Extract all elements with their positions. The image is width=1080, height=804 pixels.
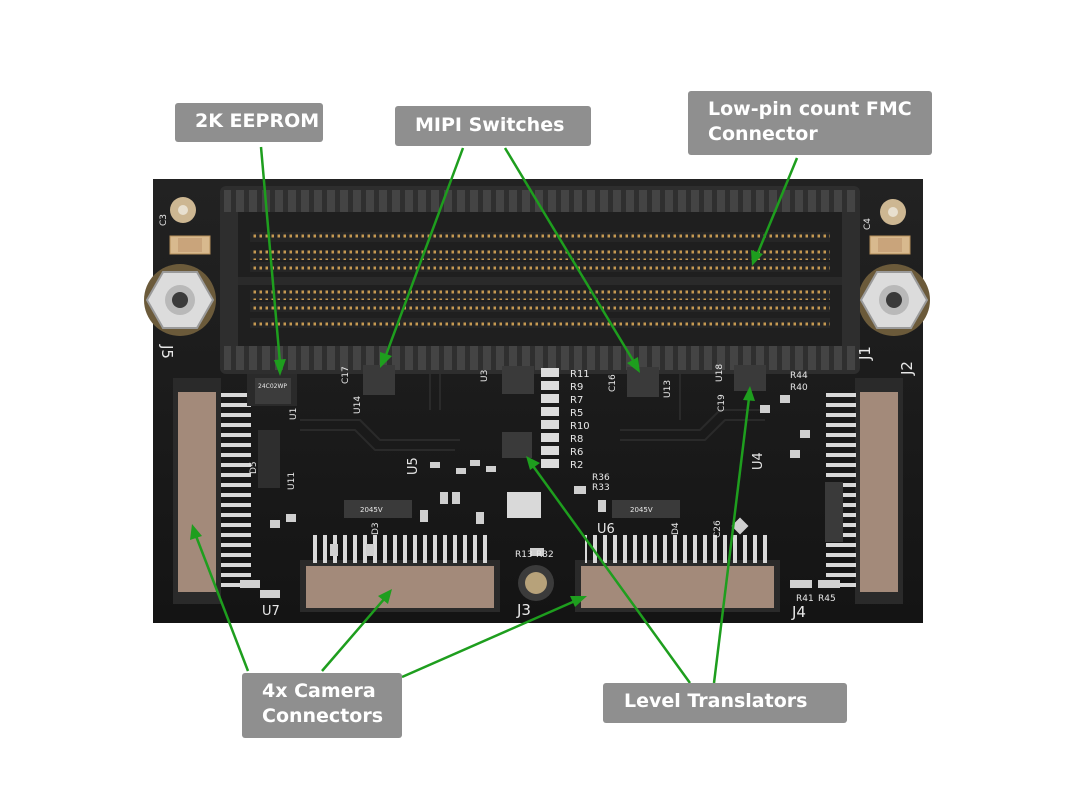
silk-u18: U18	[715, 364, 725, 382]
silk-j4: J4	[791, 603, 806, 621]
silk-j3: J3	[516, 601, 531, 619]
silk-u6: U6	[597, 522, 615, 537]
camera-connector-j2	[826, 378, 903, 604]
silk-u13: U13	[663, 380, 673, 398]
standoff-nut-right	[858, 264, 930, 336]
silk-r33: R33	[592, 483, 610, 493]
silk-c3: C3	[159, 214, 169, 226]
silk-j1: J1	[856, 346, 874, 361]
silk-r5: R5	[570, 408, 583, 419]
u6-marking: 2045V	[630, 506, 653, 514]
pcb-traces	[300, 360, 765, 451]
passive-components	[240, 395, 840, 598]
silk-c26: C26	[713, 520, 723, 538]
silk-j2: J2	[898, 361, 916, 376]
eeprom-marking: 24C02WP	[258, 383, 287, 390]
silk-r13: R13	[515, 550, 533, 560]
callout-mipi-switches: MIPI Switches	[395, 106, 591, 146]
silk-r9: R9	[570, 382, 583, 393]
silk-j5: J5	[158, 344, 176, 359]
silk-d5: D5	[249, 461, 259, 474]
silk-u7: U7	[262, 604, 280, 619]
diode-center	[507, 492, 541, 518]
annotation-arrows	[190, 146, 799, 684]
resistor-array	[541, 368, 559, 468]
ic-u4	[825, 482, 843, 542]
ic-u5	[344, 500, 412, 518]
silk-r6: R6	[570, 447, 583, 458]
silk-r8: R8	[570, 434, 583, 445]
camera-connector-j3	[300, 535, 500, 612]
silk-u1: U1	[289, 408, 299, 420]
mipi-switch-u13	[627, 367, 659, 397]
callout-camera-connectors: 4x Camera Connectors	[242, 673, 402, 738]
silk-c19: C19	[717, 394, 727, 412]
silk-r40: R40	[790, 383, 808, 393]
level-translator-chip	[502, 432, 532, 458]
fmc-connector	[220, 186, 860, 374]
ic-u6	[612, 500, 680, 518]
callout-fmc-connector: Low-pin count FMC Connector	[688, 91, 932, 155]
silk-r10: R10	[570, 421, 590, 432]
silk-r32: R32	[536, 550, 554, 560]
silk-u14: U14	[353, 396, 363, 414]
silk-d4: D4	[671, 522, 681, 535]
camera-connector-j4	[575, 535, 780, 612]
u5-marking: 2045V	[360, 506, 383, 514]
silk-u3: U3	[480, 370, 490, 382]
eeprom-chip: 24C02WP	[247, 374, 297, 406]
silk-d3: D3	[371, 522, 381, 535]
callout-level-translators: Level Translators	[603, 683, 847, 723]
silk-u11: U11	[287, 472, 297, 490]
camera-connector-j5	[173, 378, 251, 604]
silk-r45: R45	[818, 594, 836, 604]
silk-u5: U5	[406, 457, 421, 475]
standoff-nut-left	[144, 264, 216, 336]
silk-c16: C16	[608, 374, 618, 392]
ic-u11	[258, 430, 280, 488]
silk-r41: R41	[796, 594, 814, 604]
callout-eeprom: 2K EEPROM	[175, 103, 323, 142]
silk-c4: C4	[863, 218, 873, 230]
mipi-switch-u14	[363, 365, 395, 395]
silk-r7: R7	[570, 395, 583, 406]
silk-r2: R2	[570, 460, 583, 471]
silk-r44: R44	[790, 371, 808, 381]
silk-u4: U4	[751, 452, 766, 470]
silk-r36: R36	[592, 473, 610, 483]
ic-u3	[502, 366, 534, 394]
silk-c17: C17	[341, 366, 351, 384]
silk-r11: R11	[570, 369, 590, 380]
